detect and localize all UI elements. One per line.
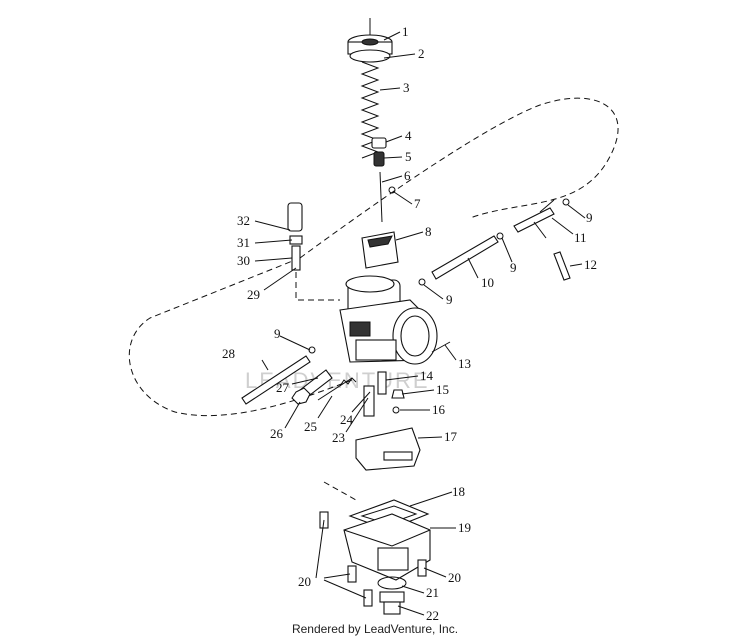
part-19-float-bowl [343, 513, 431, 581]
callout-26: 26 [270, 426, 284, 441]
credit-text: Rendered by LeadVenture, Inc. [291, 622, 459, 636]
callout-10: 10 [481, 275, 494, 290]
callout-12: 12 [584, 257, 597, 272]
callout-28: 28 [222, 346, 235, 361]
callout-15: 15 [436, 382, 449, 397]
part-7-e-clip [388, 186, 396, 194]
callout-8: 8 [425, 224, 432, 239]
part-21-o-ring [377, 576, 407, 590]
part-20-screw-c [417, 559, 427, 577]
callout-7: 7 [414, 196, 421, 211]
cable-routing-dash [295, 272, 340, 301]
callout-2: 2 [418, 46, 425, 61]
callout-20a: 20 [298, 574, 311, 589]
part-9-clamp-b [496, 232, 504, 240]
callout-11: 11 [574, 230, 587, 245]
callout-31: 31 [237, 235, 250, 250]
callout-23: 23 [332, 430, 345, 445]
part-9-clamp-a [562, 198, 570, 206]
callout-25: 25 [304, 419, 317, 434]
part-4-holder [371, 137, 387, 149]
callout-4: 4 [405, 128, 412, 143]
callout-24: 24 [340, 412, 354, 427]
callout-9c: 9 [446, 292, 453, 307]
callout-3: 3 [403, 80, 410, 95]
callout-30: 30 [237, 253, 250, 268]
callout-14: 14 [420, 368, 434, 383]
callout-9d: 9 [274, 326, 281, 341]
callout-1: 1 [402, 24, 409, 39]
part-10-hose [431, 235, 499, 280]
callout-32: 32 [237, 213, 250, 228]
callout-6: 6 [404, 168, 411, 183]
callout-18: 18 [452, 484, 465, 499]
part-28-hose [241, 355, 311, 405]
part-2-ring [349, 49, 391, 63]
part-25-spring-screw [317, 377, 357, 401]
part-12-tube [553, 251, 571, 281]
part-6-needle [379, 171, 383, 223]
part-15-pilot-jet [391, 389, 405, 399]
callout-13: 13 [458, 356, 471, 371]
callout-9b: 9 [510, 260, 517, 275]
carburetor-body [339, 275, 438, 365]
callout-20b: 20 [448, 570, 461, 585]
part-14-main-jet [377, 371, 387, 395]
callout-16: 16 [432, 402, 446, 417]
part-8-slide [361, 231, 399, 269]
part-30-adjuster [291, 245, 301, 271]
part-24-needle-jet [363, 385, 375, 417]
part-16-clip [392, 406, 400, 414]
callout-5: 5 [405, 149, 412, 164]
part-20-screw-d [363, 589, 373, 607]
callout-labels: 1 2 3 4 5 6 7 8 9 9 9 9 9 10 11 12 13 14… [222, 24, 597, 623]
part-11-t-fitting [513, 199, 555, 239]
part-9-clamp-c [418, 278, 426, 286]
callout-22: 22 [426, 608, 439, 623]
callout-17: 17 [444, 429, 458, 444]
leader-lines [254, 31, 586, 616]
part-32-cap [287, 202, 303, 232]
callout-29: 29 [247, 287, 260, 302]
part-1-cap [347, 18, 393, 55]
callout-19: 19 [458, 520, 471, 535]
callout-9a: 9 [586, 210, 593, 225]
bowl-guide-dash [323, 481, 357, 501]
part-13-screw [431, 341, 451, 353]
part-22-drain-plug [379, 591, 405, 615]
callout-21: 21 [426, 585, 439, 600]
part-5-clip [373, 151, 385, 167]
callout-27: 27 [276, 380, 290, 395]
part-17-float [355, 427, 421, 471]
part-26-bolt [291, 387, 311, 405]
